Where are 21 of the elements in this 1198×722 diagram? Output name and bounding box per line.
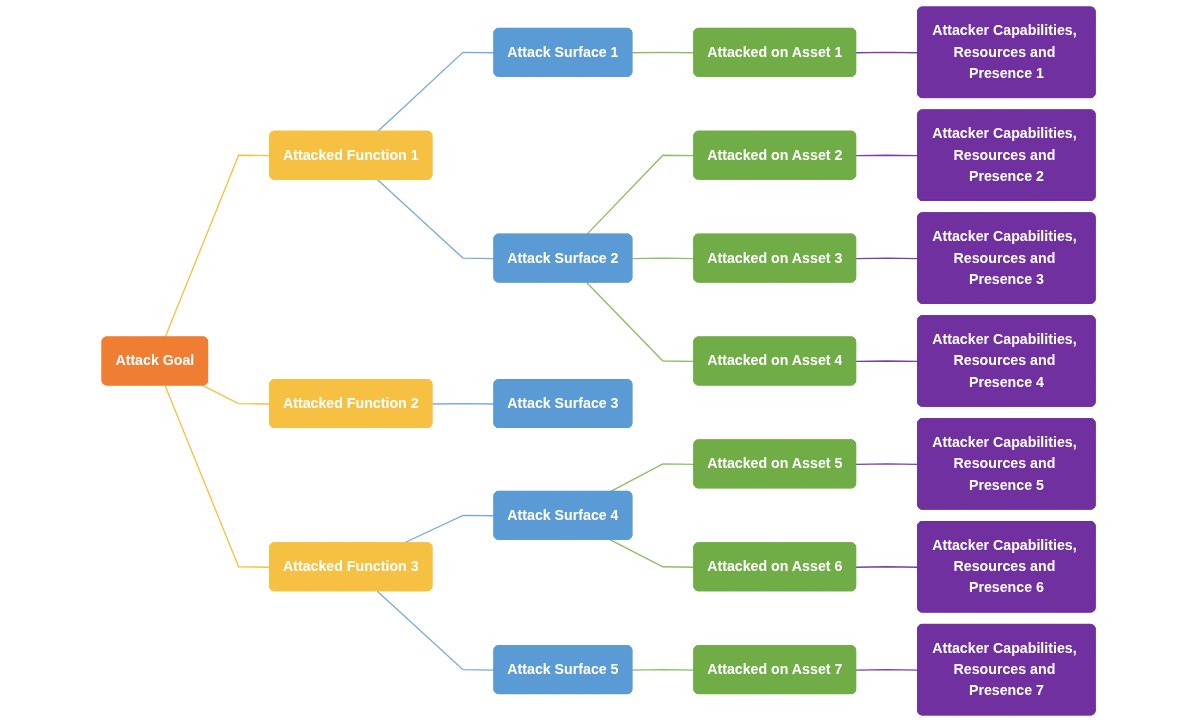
connector (609, 463, 696, 493)
connector (377, 178, 496, 260)
connector (164, 154, 272, 339)
connector (855, 360, 920, 363)
connector (855, 669, 920, 671)
connector (586, 154, 696, 236)
connector (632, 669, 696, 671)
connector (164, 384, 272, 568)
connector (432, 402, 496, 405)
connector (202, 384, 272, 405)
connector (855, 257, 920, 260)
connector (632, 51, 696, 54)
connector (586, 281, 696, 363)
connector (632, 257, 696, 260)
connector (855, 154, 920, 157)
connector (609, 539, 696, 568)
connector (855, 51, 920, 54)
connector (855, 463, 920, 465)
connector (855, 566, 920, 568)
connector (377, 590, 496, 671)
connector (377, 51, 496, 133)
